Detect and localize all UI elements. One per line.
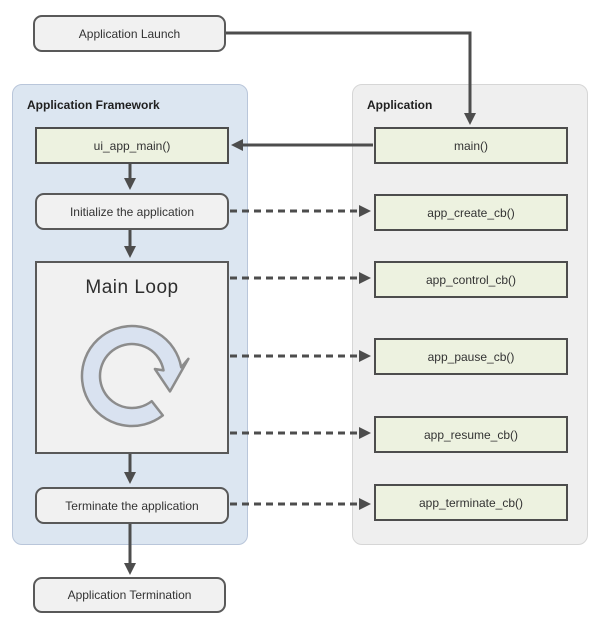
node-label: Application Termination [67, 588, 192, 602]
node-app-resume-cb: app_resume_cb() [374, 416, 568, 453]
node-label: app_create_cb() [427, 205, 515, 220]
node-initialize-application: Initialize the application [35, 193, 229, 230]
container-application: Application main() app_create_cb() app_c… [352, 84, 588, 545]
node-main-loop: Main Loop [35, 261, 229, 454]
node-application-launch: Application Launch [33, 15, 226, 52]
node-label: ui_app_main() [93, 138, 171, 153]
circular-arrow-loop-icon [80, 324, 190, 428]
node-label: main() [453, 138, 488, 153]
main-loop-label: Main Loop [85, 277, 179, 298]
node-label: app_pause_cb() [427, 349, 515, 364]
container-title: Application Framework [27, 98, 160, 112]
node-application-termination: Application Termination [33, 577, 226, 613]
node-label: Application Launch [78, 26, 181, 41]
node-label: app_control_cb() [425, 272, 517, 287]
node-main: main() [374, 127, 568, 164]
node-terminate-application: Terminate the application [35, 487, 229, 524]
node-label: app_terminate_cb() [418, 495, 524, 510]
node-label: Terminate the application [65, 498, 199, 513]
node-app-create-cb: app_create_cb() [374, 194, 568, 231]
node-app-terminate-cb: app_terminate_cb() [374, 484, 568, 521]
node-label: Initialize the application [69, 204, 195, 219]
container-application-framework: Application Framework ui_app_main() Init… [12, 84, 248, 545]
node-ui-app-main: ui_app_main() [35, 127, 229, 164]
node-app-pause-cb: app_pause_cb() [374, 338, 568, 375]
node-app-control-cb: app_control_cb() [374, 261, 568, 298]
container-title: Application [367, 98, 433, 112]
node-label: app_resume_cb() [423, 427, 519, 442]
